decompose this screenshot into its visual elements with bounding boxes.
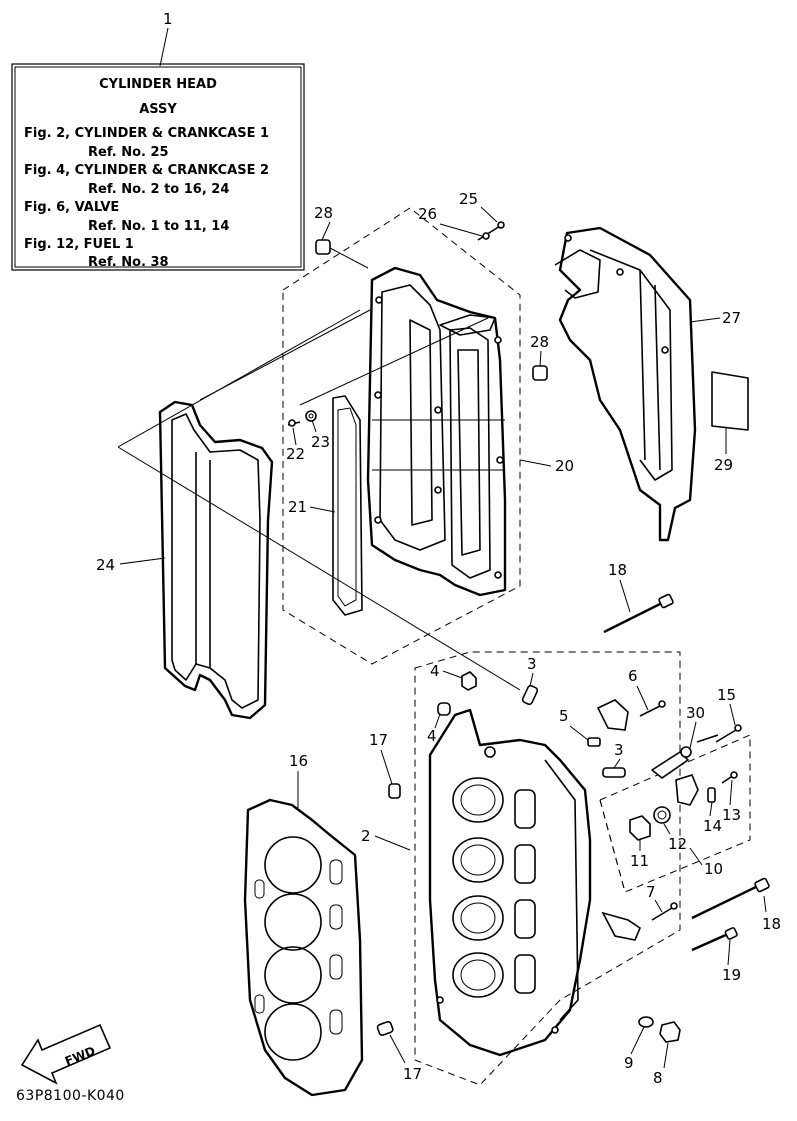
callouts: 28 26 25 27 28 29 20 22 23 21 24 18 3 4 … bbox=[96, 190, 781, 1087]
callout-18-top: 18 bbox=[608, 561, 627, 579]
washer-part-9 bbox=[638, 1016, 654, 1028]
callout-14: 14 bbox=[703, 817, 722, 835]
callout-13: 13 bbox=[722, 806, 741, 824]
callout-25: 25 bbox=[459, 190, 478, 208]
dowel-part-17-lower bbox=[376, 1020, 394, 1036]
bolt-part-8 bbox=[659, 1021, 681, 1043]
callout-17-upper: 17 bbox=[369, 731, 388, 749]
label-sheet-part-29 bbox=[711, 371, 749, 431]
callout-5: 5 bbox=[559, 707, 569, 725]
bolt-part-19 bbox=[691, 927, 738, 952]
bolt-part-25 bbox=[477, 221, 505, 241]
info-box: 1 CYLINDER HEAD ASSY Fig. 2, CYLINDER & … bbox=[11, 10, 305, 271]
info-line-6: Ref. No. 2 to 16, 24 bbox=[88, 182, 229, 197]
callout-11: 11 bbox=[630, 852, 649, 870]
callout-24: 24 bbox=[96, 556, 115, 574]
callout-4-left: 4 bbox=[427, 727, 437, 745]
plug-part-4-left bbox=[437, 702, 451, 716]
callout-30: 30 bbox=[686, 704, 705, 722]
callout-10: 10 bbox=[704, 860, 723, 878]
sensor-part-30 bbox=[650, 734, 719, 779]
callout-3-right: 3 bbox=[614, 741, 624, 759]
cover-part-20 bbox=[366, 266, 507, 597]
callout-2: 2 bbox=[361, 827, 371, 845]
long-bolt-part-18-top bbox=[603, 593, 674, 634]
clip-part-14 bbox=[707, 787, 716, 803]
callout-20: 20 bbox=[555, 457, 574, 475]
drawing-code: 63P8100-K040 bbox=[16, 1088, 125, 1104]
callout-8: 8 bbox=[653, 1069, 663, 1087]
cover-assembly bbox=[282, 207, 548, 665]
bolt-part-15 bbox=[715, 724, 742, 743]
grommet-part-28-top bbox=[315, 239, 369, 269]
dowel-part-17-upper bbox=[388, 783, 401, 799]
callout-6: 6 bbox=[628, 667, 638, 685]
callout-19: 19 bbox=[722, 966, 741, 984]
seal-part-12 bbox=[653, 806, 671, 824]
grommet-part-28-right bbox=[532, 365, 548, 381]
callout-9: 9 bbox=[624, 1054, 634, 1072]
info-line-7: Fig. 6, VALVE bbox=[24, 200, 119, 215]
nut-part-11 bbox=[629, 815, 651, 841]
callout-18-right: 18 bbox=[762, 915, 781, 933]
callout-23: 23 bbox=[311, 433, 330, 451]
callout-26: 26 bbox=[418, 205, 437, 223]
callout-4-top: 4 bbox=[430, 662, 440, 680]
guide-lines bbox=[117, 309, 521, 691]
bracket-part-7 bbox=[601, 902, 678, 941]
callout-12: 12 bbox=[668, 835, 687, 853]
info-line-5: Fig. 4, CYLINDER & CRANKCASE 2 bbox=[24, 163, 269, 178]
sensor-part-13 bbox=[675, 771, 738, 806]
gasket-part-21 bbox=[332, 395, 363, 616]
callout-21: 21 bbox=[288, 498, 307, 516]
callout-29: 29 bbox=[714, 456, 733, 474]
callout-1: 1 bbox=[163, 10, 173, 28]
pin-part-3-right bbox=[602, 767, 626, 778]
pin-part-5 bbox=[587, 737, 601, 747]
gasket-part-24 bbox=[158, 400, 274, 720]
washer-part-26 bbox=[482, 232, 490, 240]
info-line-10: Ref. No. 38 bbox=[88, 255, 169, 270]
callout-28-right: 28 bbox=[530, 333, 549, 351]
info-line-3: Fig. 2, CYLINDER & CRANKCASE 1 bbox=[24, 126, 269, 141]
bolt-part-22 bbox=[287, 419, 301, 427]
cylinder-head-part-2 bbox=[428, 708, 592, 1057]
callout-7: 7 bbox=[646, 883, 656, 901]
callout-3-top: 3 bbox=[527, 655, 537, 673]
fwd-arrow-icon: FWD bbox=[20, 1023, 112, 1085]
callout-17-lower: 17 bbox=[403, 1065, 422, 1083]
bracket-part-6 bbox=[596, 699, 666, 731]
callout-16: 16 bbox=[289, 752, 308, 770]
callout-22: 22 bbox=[286, 445, 305, 463]
head-assembly bbox=[376, 593, 770, 1086]
info-line-8: Ref. No. 1 to 11, 14 bbox=[88, 219, 229, 234]
info-line-2: ASSY bbox=[139, 102, 177, 117]
info-line-1: CYLINDER HEAD bbox=[99, 77, 217, 92]
callout-15: 15 bbox=[717, 686, 736, 704]
head-gasket-part-16 bbox=[243, 798, 364, 1097]
long-bolt-part-18-right bbox=[691, 877, 770, 920]
info-line-9: Fig. 12, FUEL 1 bbox=[24, 237, 134, 252]
callout-27: 27 bbox=[722, 309, 741, 327]
callout-28-top: 28 bbox=[314, 204, 333, 222]
pin-part-3-top bbox=[521, 684, 539, 706]
info-line-4: Ref. No. 25 bbox=[88, 145, 169, 160]
washer-part-23 bbox=[305, 410, 317, 422]
plug-part-4-top bbox=[461, 671, 477, 691]
outer-cover-part-27 bbox=[554, 226, 697, 542]
